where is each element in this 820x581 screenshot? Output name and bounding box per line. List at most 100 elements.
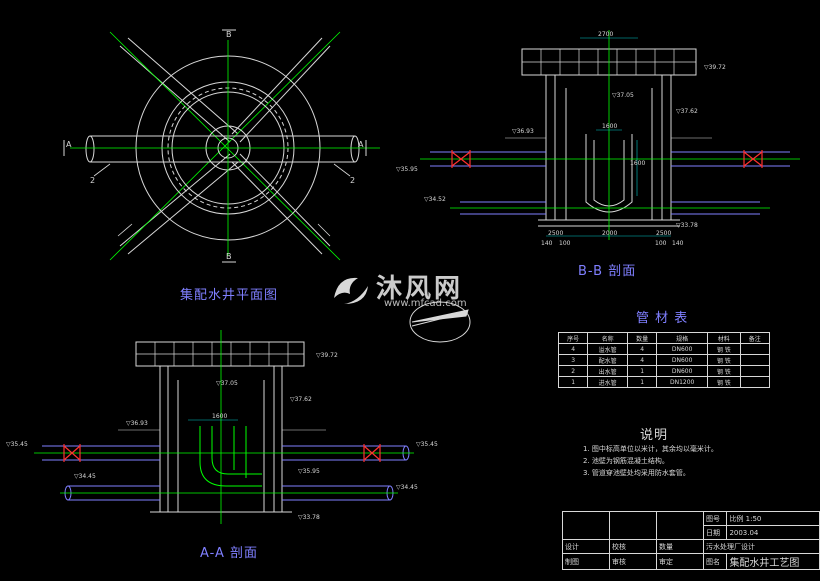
cell: 钢 铁 xyxy=(707,376,741,388)
cell: 2 xyxy=(557,365,589,377)
tb-empty-2 xyxy=(609,511,657,526)
th-remark: 备注 xyxy=(739,332,771,344)
cell xyxy=(739,354,771,366)
cell: 钢 铁 xyxy=(707,343,741,355)
watermark-url: www.mfcad.com xyxy=(384,298,467,309)
elev-aa-mid: ▽35.95 xyxy=(298,468,320,475)
section-mark-a-right: A xyxy=(358,140,364,149)
tb-checker: 校核 xyxy=(609,539,657,554)
section-aa xyxy=(34,330,414,524)
cell: 1 xyxy=(557,376,589,388)
diagonal-pipes xyxy=(119,37,331,255)
elev-bb-water1: ▽37.05 xyxy=(612,92,634,99)
dim-bb-br: 2500 xyxy=(656,230,672,237)
elev-aa-bottom: ▽33.78 xyxy=(298,514,320,521)
elev-aa-lowr: ▽34.45 xyxy=(396,484,418,491)
watermark-brand: 沐风网 xyxy=(376,274,464,304)
tb-approver: 审定 xyxy=(656,553,704,570)
material-table: 序号 名称 数量 规格 材料 备注 4 溢水管 4 DN600 钢 铁 3 配水… xyxy=(557,332,771,388)
cell: DN600 xyxy=(656,365,708,377)
tb-reviewer: 审核 xyxy=(609,553,657,570)
elev-aa-right: ▽37.62 xyxy=(290,396,312,403)
horizontal-pipe xyxy=(85,135,360,163)
section-mark-b-top: B xyxy=(226,30,232,39)
cell: DN600 xyxy=(656,343,708,355)
dim-bb-base-l2: 100 xyxy=(559,240,571,247)
dim-bb-bm: 2000 xyxy=(602,230,618,237)
note-2: 2. 池壁为钢筋混凝土结构。 xyxy=(583,457,669,465)
cell: 3 xyxy=(557,354,589,366)
tb-empty-4 xyxy=(562,525,610,540)
pipe-mark-2: 2 xyxy=(350,176,356,185)
th-name: 名称 xyxy=(587,332,628,344)
material-table-header: 序号 名称 数量 规格 材料 备注 xyxy=(557,332,771,344)
tb-empty-6 xyxy=(656,525,704,540)
tb-count: 数量 xyxy=(656,539,704,554)
tb-drawer: 制图 xyxy=(562,553,610,570)
notes-title: 说明 xyxy=(640,428,669,443)
dim-bb-bl: 2500 xyxy=(548,230,564,237)
section-cut-symbol xyxy=(409,301,471,343)
elev-aa-water: ▽37.05 xyxy=(216,380,238,387)
pipe-mark-1: 2 xyxy=(90,176,96,185)
cell xyxy=(739,365,771,377)
tb-drawing-label: 图名 xyxy=(702,553,728,570)
th-material: 材料 xyxy=(707,332,741,344)
plan-centerlines xyxy=(70,40,380,256)
section-mark-b-bottom: B xyxy=(226,252,232,261)
cell: 溢水管 xyxy=(587,343,628,355)
th-spec: 规格 xyxy=(656,332,708,344)
dim-bb-height: 1600 xyxy=(630,160,646,167)
dim-bb-base-r: 100 xyxy=(655,240,667,247)
section-mark-a-left: A xyxy=(66,140,72,149)
elev-aa-left: ▽35.45 xyxy=(6,441,28,448)
dim-bb-top: 2700 xyxy=(598,31,614,38)
elev-bb-water2: ▽37.62 xyxy=(676,108,698,115)
th-no: 序号 xyxy=(557,332,589,344)
tb-drawing-name: 集配水井工艺图 xyxy=(726,553,820,570)
th-qty: 数量 xyxy=(626,332,658,344)
dim-bb-base-r2: 140 xyxy=(672,240,684,247)
cell: 钢 铁 xyxy=(707,354,741,366)
elev-aa-ground: ▽36.93 xyxy=(126,420,148,427)
cell: 4 xyxy=(626,354,658,366)
notes: 1. 图中标高单位以米计，其余均以毫米计。 2. 池壁为钢筋混凝土结构。 3. … xyxy=(583,443,718,479)
tb-empty-5 xyxy=(609,525,657,540)
section-bb-title: B-B 剖面 xyxy=(578,264,637,279)
table-row: 2 出水管 1 DN600 钢 铁 xyxy=(557,365,771,377)
tb-scale-label: 图号 xyxy=(702,511,728,526)
tb-designer: 设计 xyxy=(562,539,610,554)
section-aa-title: A-A 剖面 xyxy=(200,546,259,561)
dim-bb-span: 1600 xyxy=(602,123,618,130)
cell xyxy=(739,376,771,388)
elev-aa-top: ▽39.72 xyxy=(316,352,338,359)
cell: 4 xyxy=(626,343,658,355)
tb-empty-1 xyxy=(562,511,610,526)
dim-aa-span: 1600 xyxy=(212,413,228,420)
elev-bb-ground: ▽36.93 xyxy=(512,128,534,135)
section-bb xyxy=(420,30,800,240)
watermark-logo-icon xyxy=(334,277,368,304)
tb-empty-3 xyxy=(656,511,704,526)
tb-date-label: 日期 xyxy=(702,525,728,540)
cell: 钢 铁 xyxy=(707,365,741,377)
tb-date-value: 2003.04 xyxy=(726,525,820,540)
table-row: 3 配水管 4 DN600 钢 铁 xyxy=(557,354,771,366)
plan-title: 集配水井平面图 xyxy=(180,288,279,303)
dim-bb-base-l: 140 xyxy=(541,240,553,247)
cell: 1 xyxy=(626,365,658,377)
cell: 配水管 xyxy=(587,354,628,366)
elev-aa-low: ▽34.45 xyxy=(74,473,96,480)
tb-scale-value: 比例 1:50 xyxy=(726,511,820,526)
diagonal-centerlines xyxy=(109,31,341,261)
material-table-title: 管 材 表 xyxy=(636,311,689,326)
cell: 出水管 xyxy=(587,365,628,377)
elev-bb-inlet: ▽35.95 xyxy=(396,166,418,173)
note-1: 1. 图中标高单位以米计，其余均以毫米计。 xyxy=(583,445,718,453)
cell: 进水管 xyxy=(587,376,628,388)
cell: 1 xyxy=(626,376,658,388)
elev-bb-bottom: ▽33.78 xyxy=(676,222,698,229)
plan-view xyxy=(63,29,380,263)
cell: 4 xyxy=(557,343,589,355)
